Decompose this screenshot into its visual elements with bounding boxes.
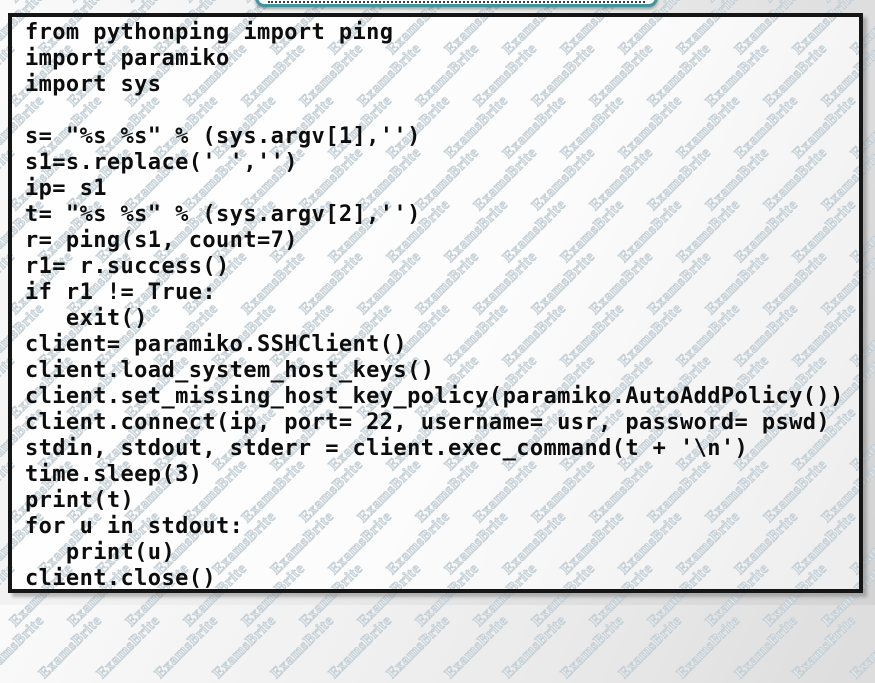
watermark-text: ExamsBrite (35, 612, 106, 682)
watermark-text: ExamsBrite (180, 0, 251, 7)
watermark-text: ExamsBrite (847, 612, 875, 682)
code-line: print(u) (25, 540, 176, 565)
watermark-text: ExamsBrite (0, 612, 48, 682)
code-line: r= ping(s1, count=7) (25, 228, 298, 253)
code-line: s1=s.replace(' ','') (25, 150, 298, 175)
code-line: s= "%s %s" % (sys.argv[1],'') (25, 124, 421, 149)
watermark-text: ExamsBrite (209, 612, 280, 682)
watermark-text: ExamsBrite (267, 612, 338, 682)
code-line: t= "%s %s" % (sys.argv[2],'') (25, 202, 421, 227)
watermark-text: ExamsBrite (760, 0, 831, 7)
code-line: client= paramiko.SSHClient() (25, 332, 408, 357)
watermark-text: ExamsBrite (441, 612, 512, 682)
watermark-text: ExamsBrite (6, 0, 77, 7)
code-line: client.load_system_host_keys() (25, 358, 435, 383)
cropped-top-element (255, 0, 658, 7)
watermark-text: ExamsBrite (818, 0, 875, 7)
watermark-text: ExamsBrite (789, 612, 860, 682)
code-line: if r1 != True: (25, 280, 217, 305)
watermark-text: ExamsBrite (64, 0, 135, 7)
code-line: r1= r.success() (25, 254, 230, 279)
watermark-text: ExamsBrite (0, 0, 19, 7)
code-line: print(t) (25, 488, 135, 513)
watermark-text: ExamsBrite (499, 612, 570, 682)
code-line: import sys (25, 72, 162, 97)
code-line: client.close() (25, 566, 217, 591)
watermark-text: ExamsBrite (557, 612, 628, 682)
watermark-text: ExamsBrite (615, 612, 686, 682)
watermark-text: ExamsBrite (383, 612, 454, 682)
code-line: client.set_missing_host_key_policy(param… (25, 384, 844, 409)
watermark-text: ExamsBrite (673, 612, 744, 682)
dotted-line (268, 1, 645, 3)
code-line: stdin, stdout, stderr = client.exec_comm… (25, 436, 749, 461)
watermark-text: ExamsBrite (325, 612, 396, 682)
code-line: client.connect(ip, port= 22, username= u… (25, 410, 831, 435)
watermark-text: ExamsBrite (151, 612, 222, 682)
code-line: time.sleep(3) (25, 462, 203, 487)
code-line: for u in stdout: (25, 514, 244, 539)
code-line: ip= s1 (25, 176, 107, 201)
code-line: from pythonping import ping (25, 20, 394, 45)
watermark-text: ExamsBrite (731, 612, 802, 682)
watermark-text: ExamsBrite (122, 0, 193, 7)
watermark-text: ExamsBrite (93, 612, 164, 682)
code-line: exit() (25, 306, 148, 331)
code-line (25, 98, 859, 124)
code-line: import paramiko (25, 46, 230, 71)
watermark-text: ExamsBrite (702, 0, 773, 7)
